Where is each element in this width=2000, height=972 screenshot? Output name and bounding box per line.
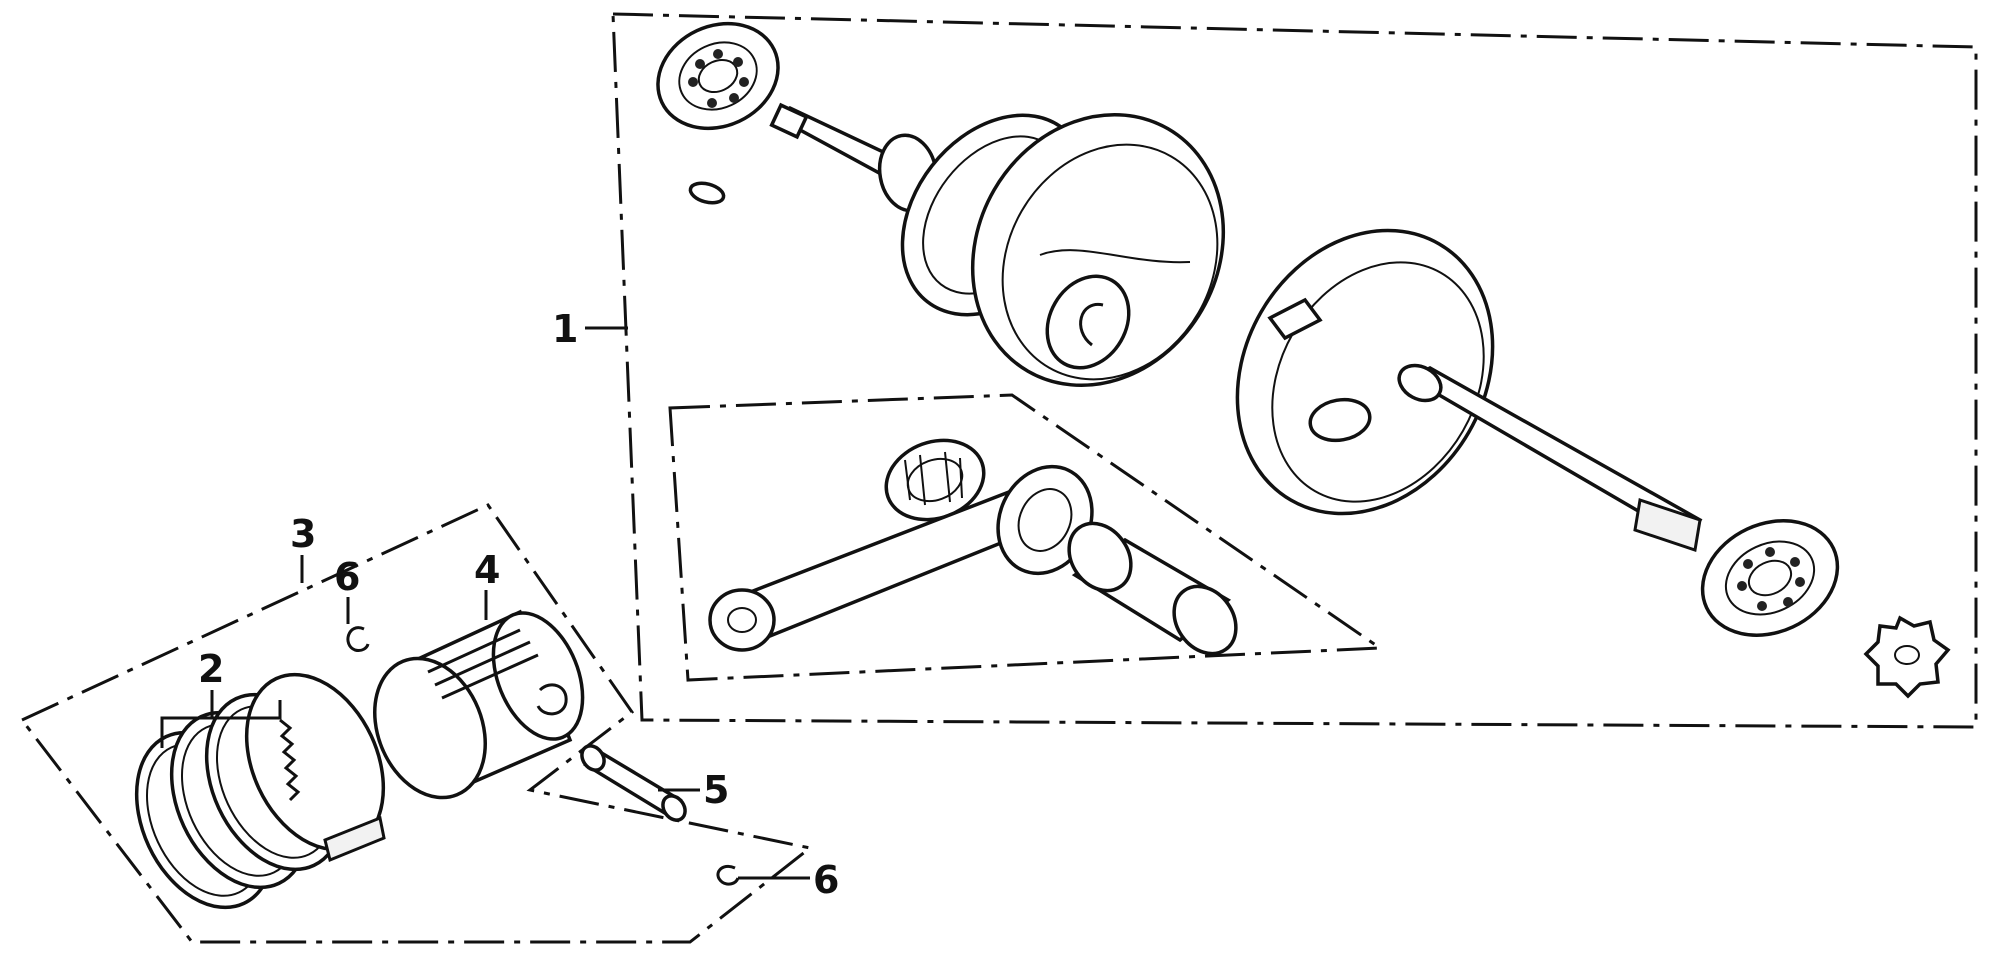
callout-4: 4	[474, 548, 500, 592]
callout-5: 5	[703, 768, 729, 812]
right-crank-web	[1235, 228, 1495, 516]
piston-pin-clip-upper	[346, 626, 370, 652]
callout-1: 1	[552, 307, 578, 351]
timing-sprocket	[1863, 615, 1951, 699]
callout-bracket-2	[160, 690, 282, 748]
loose-crank-pin	[1067, 521, 1238, 656]
piston-kit-frame	[19, 503, 814, 944]
right-main-bearing	[1700, 519, 1840, 637]
piston	[373, 609, 585, 800]
crankshaft-assembly-group	[611, 12, 1978, 729]
right-crank-half	[1235, 228, 1703, 552]
callout-6-upper: 6	[334, 555, 360, 599]
crankshaft-frame	[611, 12, 1978, 729]
piston-pin	[580, 744, 687, 822]
woodruff-key	[688, 181, 726, 205]
callout-6-lower: 6	[813, 858, 839, 902]
left-crank-web	[970, 112, 1226, 388]
crank-pin	[1045, 274, 1131, 370]
left-main-bearing	[656, 21, 780, 131]
callout-2: 2	[198, 647, 224, 691]
connecting-rod-subframe	[668, 393, 1385, 682]
piston-pin-clip-lower	[716, 865, 740, 886]
left-crank-half	[769, 102, 1226, 388]
piston-ring-set	[134, 672, 386, 910]
piston-kit-group	[19, 503, 814, 944]
callout-3: 3	[290, 512, 316, 556]
